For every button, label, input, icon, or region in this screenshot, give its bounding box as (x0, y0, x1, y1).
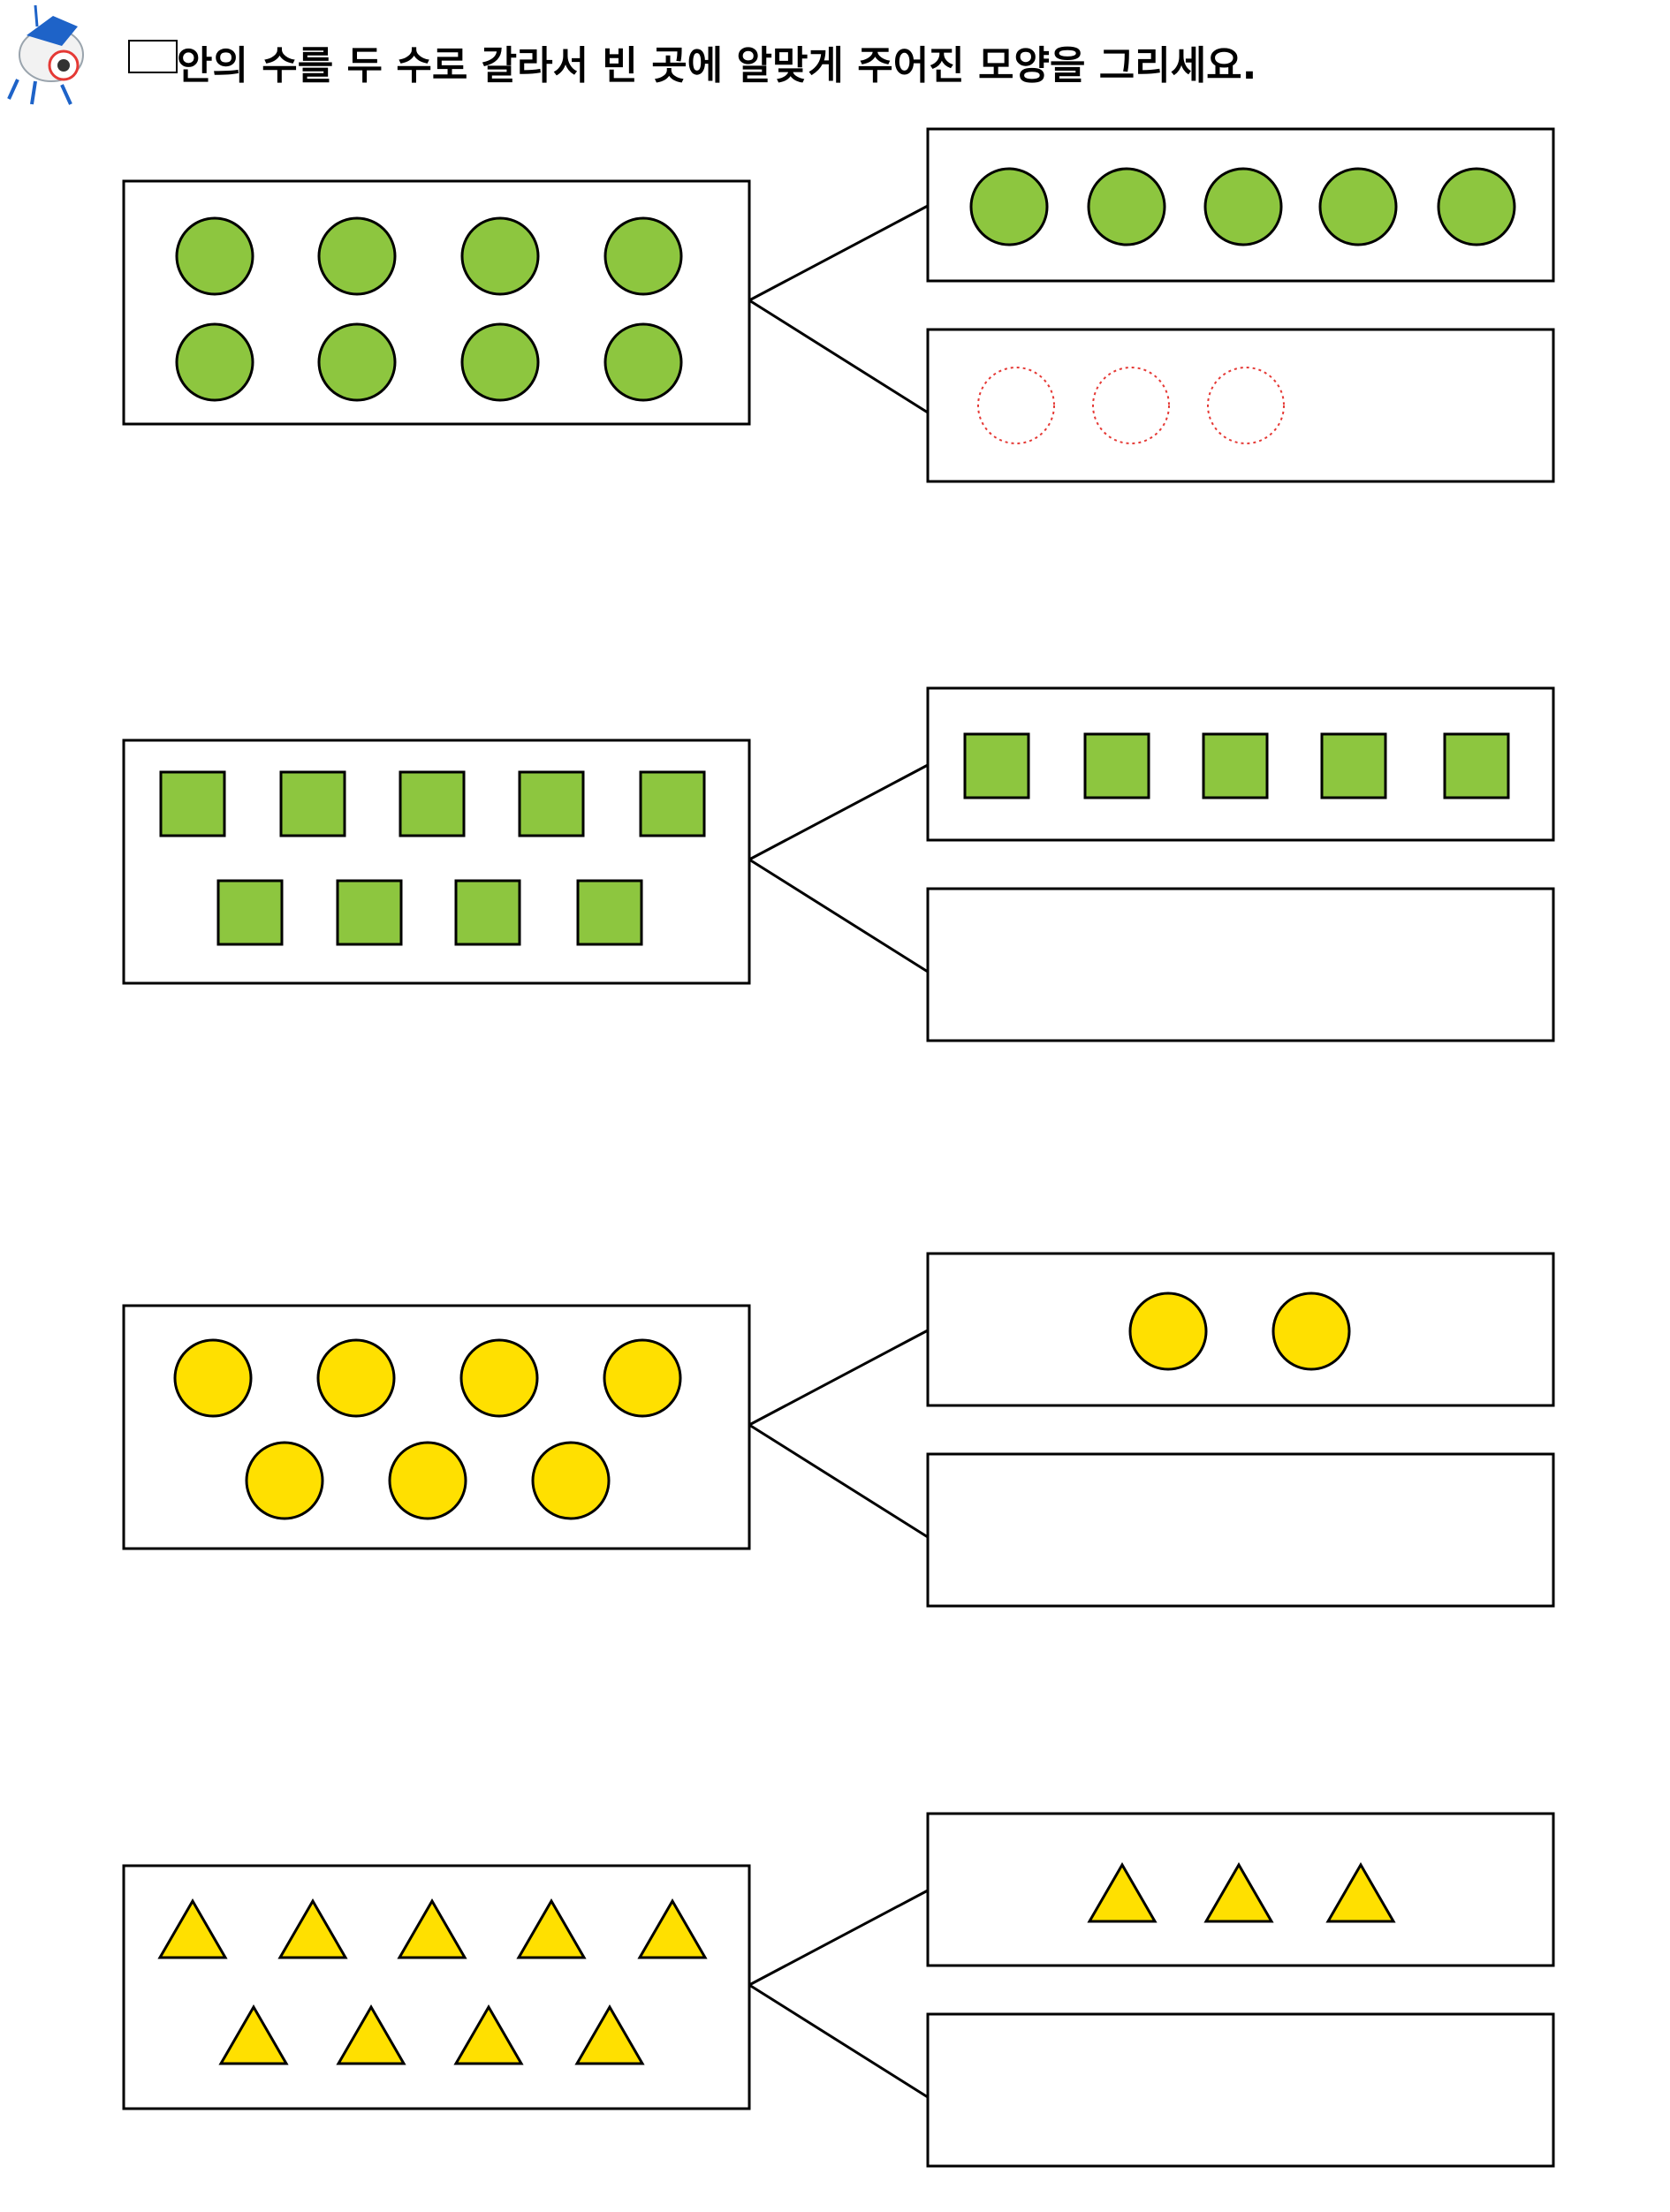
problem-2-branch-bottom (748, 858, 929, 973)
problem-3-whole-circle (173, 1338, 253, 1418)
problem-1-hint-dotted-circle (977, 367, 1055, 444)
problem-4-whole-triangle (336, 2004, 406, 2065)
problem-3-whole-circle (245, 1441, 324, 1520)
problem-3-part-circle (1128, 1292, 1208, 1371)
problem-2-whole-square (216, 879, 284, 946)
problem-4-part-bottom-box (926, 2012, 1555, 2168)
problem-1-whole-circle (317, 216, 397, 296)
problem-1-part-circle (969, 167, 1049, 246)
problem-1-part-circle (1203, 167, 1283, 246)
problem-1-part-circle (1437, 167, 1516, 246)
problem-2-whole-square (399, 770, 466, 837)
problem-2-part-bottom-box (926, 887, 1555, 1042)
problem-3-branch-bottom (748, 1423, 929, 1539)
problem-4-whole-triangle (453, 2004, 524, 2065)
problem-4-whole-triangle (637, 1898, 708, 1959)
problem-2-whole-square (518, 770, 585, 837)
problem-4-whole-box (122, 1864, 751, 2110)
problem-3-whole-circle (316, 1338, 396, 1418)
problem-1-hint-dotted-circle (1092, 367, 1170, 444)
problem-3-whole-circle (603, 1338, 682, 1418)
problem-1-whole-circle (175, 322, 254, 402)
problem-1-whole-circle (175, 216, 254, 296)
problem-2-whole-square (576, 879, 643, 946)
problem-2-part-square (963, 732, 1030, 799)
problem-2-branch-top (748, 763, 929, 861)
problem-4-whole-triangle (157, 1898, 228, 1959)
problem-3-part-circle (1271, 1292, 1351, 1371)
problem-2-part-square (1320, 732, 1387, 799)
problem-4-whole-triangle (574, 2004, 645, 2065)
problem-1-whole-circle (603, 322, 683, 402)
problem-1-whole-circle (460, 322, 540, 402)
mascot-icon (7, 4, 84, 105)
problem-1-branch-bottom (748, 299, 929, 414)
problem-4-whole-triangle (516, 1898, 587, 1959)
problem-2-whole-square (454, 879, 521, 946)
problem-4-part-triangle (1203, 1862, 1274, 1923)
problem-2-whole-square (279, 770, 346, 837)
problem-2-whole-square (159, 770, 226, 837)
problem-3-whole-circle (459, 1338, 539, 1418)
problem-4-whole-triangle (218, 2004, 289, 2065)
problems-layer (122, 127, 1555, 2168)
problem-2-whole-square (336, 879, 403, 946)
problem-3-part-top-box (926, 1252, 1555, 1407)
problem-1-whole-circle (603, 216, 683, 296)
instruction-text: 안의 수를 두 수로 갈라서 빈 곳에 알맞게 주어진 모양을 그리세요. (177, 43, 1257, 88)
problem-1-hint-dotted-circle (1207, 367, 1285, 444)
problem-1-part-circle (1087, 167, 1166, 246)
instruction-blank-box (128, 40, 178, 73)
problem-3-whole-circle (531, 1441, 611, 1520)
problem-4-branch-top (748, 1889, 929, 1987)
problem-4-part-triangle (1087, 1862, 1158, 1923)
problem-1-part-circle (1318, 167, 1398, 246)
problem-2-part-square (1443, 732, 1510, 799)
problem-4-branch-bottom (748, 1983, 929, 2099)
problem-1-whole-circle (460, 216, 540, 296)
problem-1-part-bottom-box (926, 328, 1555, 483)
problem-3-branch-top (748, 1329, 929, 1427)
problem-4-whole-triangle (277, 1898, 348, 1959)
problem-4-part-triangle (1325, 1862, 1396, 1923)
problem-2-whole-square (639, 770, 706, 837)
problem-2-part-square (1202, 732, 1269, 799)
problem-3-whole-circle (388, 1441, 467, 1520)
problem-4-whole-triangle (397, 1898, 467, 1959)
problem-3-part-bottom-box (926, 1452, 1555, 1608)
problem-2-part-square (1083, 732, 1150, 799)
problem-1-branch-top (748, 204, 929, 302)
problem-1-whole-circle (317, 322, 397, 402)
